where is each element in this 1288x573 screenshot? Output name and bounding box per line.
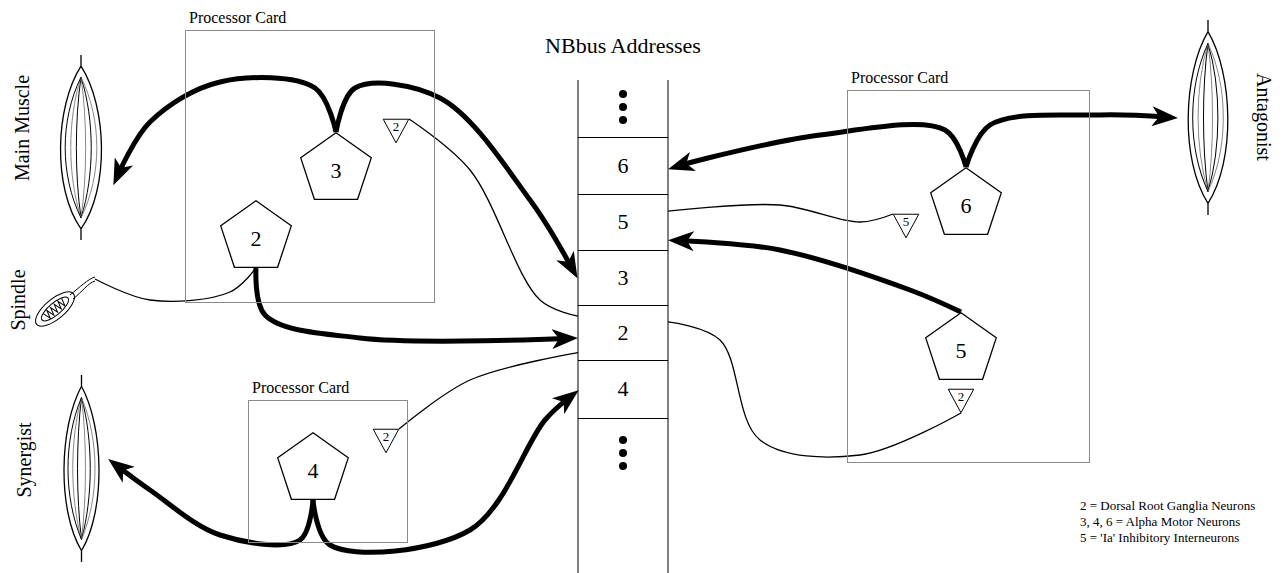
axon-connector (680, 241, 961, 312)
diagram-title: NBbus Addresses (545, 34, 701, 58)
bus-rail (668, 80, 669, 573)
axon-connector (256, 268, 566, 341)
synapse-triangle: 2 (948, 389, 974, 413)
card-heading: Processor Card (189, 9, 286, 27)
spindle-outline (30, 265, 95, 335)
neuron-number: 5 (956, 329, 967, 363)
synapse-triangle: 2 (383, 119, 409, 143)
ellipsis-dot (619, 103, 627, 111)
axon-connector (118, 466, 313, 545)
neuron-pentagon: 2 (220, 200, 292, 268)
address-number: 5 (618, 210, 629, 234)
axon-connector (680, 124, 966, 167)
ellipsis-dot (619, 462, 627, 470)
card-heading: Processor Card (252, 379, 349, 397)
muscle-outline (50, 55, 112, 240)
synapse-number: 2 (958, 390, 965, 411)
muscle-outline (1178, 20, 1238, 215)
spindle-illustration: Spindle (30, 265, 95, 335)
bus-address-cell: 6 (578, 137, 668, 195)
neuron-pentagon: 5 (925, 312, 997, 380)
ellipsis-dot (619, 116, 627, 124)
axon-connector (336, 83, 572, 268)
processor-card: Processor Card6552 (847, 90, 1090, 463)
synapse-triangle: 5 (893, 214, 919, 238)
synapse-wire (668, 205, 893, 223)
muscle-label: Synergist (13, 422, 35, 497)
address-number: 4 (618, 377, 629, 401)
address-number: 3 (618, 266, 629, 290)
processor-card: Processor Card42 (248, 400, 408, 543)
legend-entry: 2 = Dorsal Root Ganglia Neurons (1080, 498, 1255, 514)
synapse-number: 5 (903, 215, 910, 236)
address-number: 2 (618, 321, 629, 345)
synapse-wire (95, 268, 256, 301)
neuron-number: 6 (961, 184, 972, 218)
neuron-pentagon: 6 (930, 167, 1002, 235)
synapse-number: 2 (383, 430, 390, 451)
neuron-pentagon: 3 (300, 132, 372, 200)
legend-entry: 5 = 'Ia' Inhibitory Interneurons (1080, 530, 1255, 546)
card-heading: Processor Card (851, 69, 948, 87)
ellipsis-dot (619, 436, 627, 444)
synapse-triangle: 2 (373, 429, 399, 453)
bus-address-cell: 3 (578, 250, 668, 306)
muscle-outline (55, 375, 108, 562)
synapse-number: 2 (393, 120, 400, 141)
bus-address-cell: 2 (578, 305, 668, 361)
synapse-wire (399, 353, 578, 429)
bus-address-cell: 5 (578, 194, 668, 251)
neuron-number: 2 (251, 217, 262, 251)
neuron-pentagon: 4 (277, 432, 349, 500)
neuron-number: 3 (331, 149, 342, 183)
muscle-label: Antagonist (1253, 73, 1275, 161)
muscle-illustration: Main Muscle (50, 55, 112, 240)
axon-connector (966, 115, 1166, 167)
axon-connector (313, 398, 569, 553)
muscle-label: Main Muscle (11, 75, 33, 181)
muscle-illustration: Antagonist (1178, 20, 1238, 215)
address-number: 6 (618, 154, 629, 178)
legend: 2 = Dorsal Root Ganglia Neurons3, 4, 6 =… (1080, 498, 1255, 546)
processor-card: Processor Card322 (185, 30, 435, 303)
neuron-number: 4 (308, 449, 319, 483)
bus-address-cell: 4 (578, 360, 668, 419)
synapse-wire (668, 322, 961, 457)
ellipsis-dot (619, 449, 627, 457)
muscle-illustration: Synergist (55, 375, 108, 562)
spindle-label: Spindle (7, 269, 29, 330)
ellipsis-dot (619, 90, 627, 98)
legend-entry: 3, 4, 6 = Alpha Motor Neurons (1080, 514, 1255, 530)
